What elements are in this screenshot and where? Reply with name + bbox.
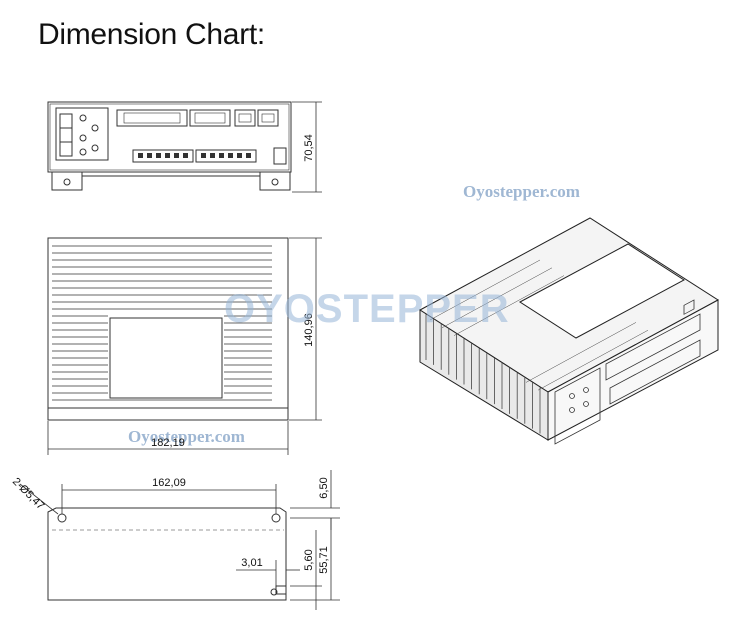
iso-top-fin-line: [537, 329, 649, 391]
label-front-height: 70,54: [303, 134, 315, 162]
bracket-view: [47, 507, 287, 601]
iso-top-fin-line: [453, 275, 565, 336]
watermark-brand: OYOSTEPPER: [224, 287, 510, 331]
top-view-fins: [52, 245, 272, 401]
page-title: Dimension Chart:: [38, 18, 265, 51]
label-slot-height: 5,60: [303, 549, 315, 570]
iso-top-fin-line: [441, 267, 553, 329]
isometric-fins: [425, 259, 649, 434]
label-hole-diameter: 2-Ø5,47: [10, 476, 47, 513]
label-top-height: 140,96: [303, 313, 315, 347]
top-view: [47, 237, 289, 421]
label-bracket-width: 162,09: [152, 477, 186, 489]
isometric-view: [419, 217, 719, 441]
watermark-site-top: Oyostepper.com: [463, 182, 580, 201]
iso-top-fin-line: [525, 322, 637, 383]
label-top-width: 182,19: [151, 437, 185, 449]
front-terminal-pins: [138, 153, 251, 158]
bracket-dimensions: [19, 470, 340, 610]
front-view: [47, 101, 292, 191]
label-slot-width: 3,01: [241, 557, 262, 569]
isometric-front-panel: [554, 299, 701, 445]
watermark-site-mid: Oyostepper.com: [128, 427, 245, 446]
top-height-dimension: [289, 237, 322, 421]
label-top-offset: 6,50: [318, 477, 330, 498]
top-width-dimension: [47, 421, 289, 455]
iso-top-fin-line: [429, 259, 541, 321]
front-height-dimension: [292, 101, 322, 193]
label-bracket-height: 55,71: [318, 546, 330, 574]
